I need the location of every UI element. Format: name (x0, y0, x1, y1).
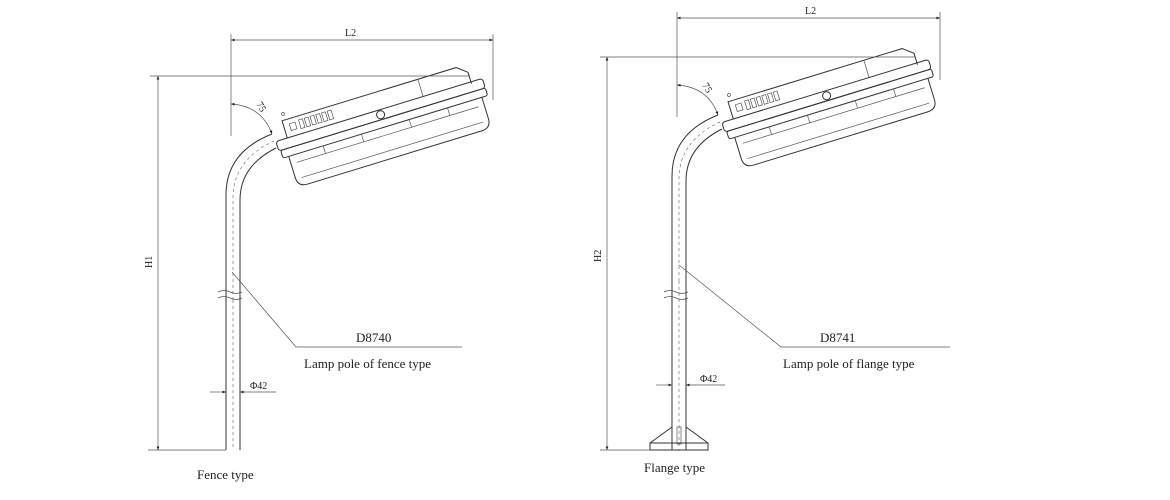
height-label: H2 (593, 250, 604, 262)
description-label: Lamp pole of fence type (304, 356, 431, 371)
caption: Fence type (197, 467, 254, 482)
diameter-label: Φ42 (700, 374, 717, 385)
model-label: D8740 (356, 330, 391, 345)
length-label: L2 (805, 6, 816, 17)
angle-label: 75 (699, 81, 714, 95)
model-label: D8741 (820, 330, 855, 345)
diameter-label: Φ42 (250, 381, 267, 392)
angle-label: 75 (253, 100, 268, 114)
fence-type-figure: H1 L2 75 D8740 Lamp pole of fence type Φ… (144, 28, 497, 482)
length-label: L2 (345, 28, 356, 39)
description-label: Lamp pole of flange type (783, 356, 915, 371)
caption: Flange type (644, 460, 705, 475)
lamp-head-flange (672, 42, 943, 281)
height-label: H1 (144, 256, 155, 268)
flange-type-figure: H2 L2 75 D8741 Lamp pole of flange type … (593, 6, 950, 475)
flange-base (649, 426, 709, 451)
lamp-head-fence (226, 61, 497, 300)
